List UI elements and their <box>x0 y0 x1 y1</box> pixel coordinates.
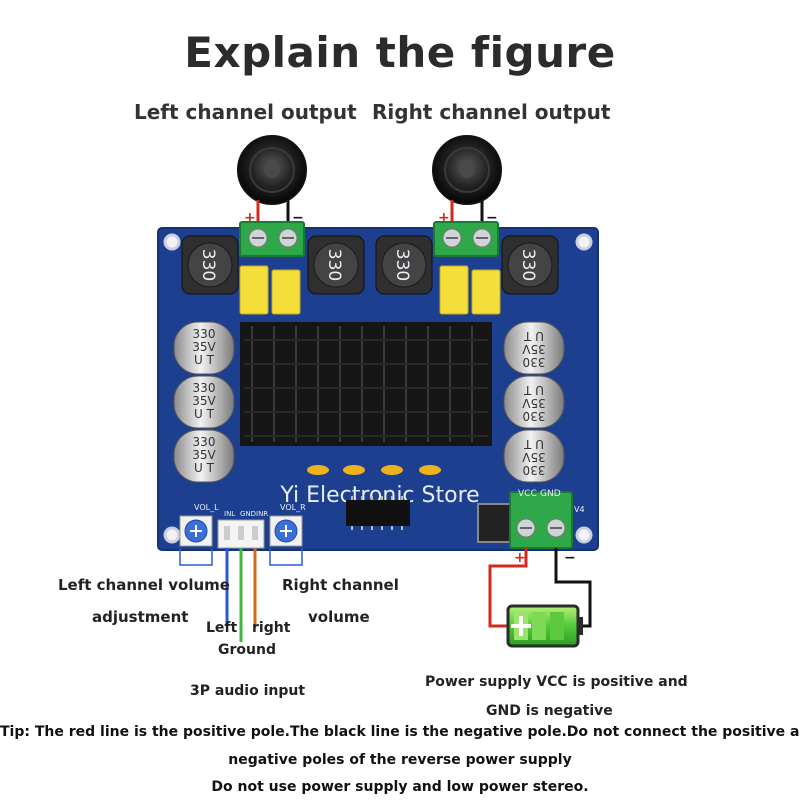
right-output-terminal <box>433 221 499 257</box>
voltage-regulator <box>477 503 511 543</box>
power-label-line1: Power supply VCC is positive and <box>425 674 688 690</box>
capacitor-text: U T <box>523 383 544 397</box>
right-speaker-icon <box>432 135 502 205</box>
capacitor-text: U T <box>194 461 215 475</box>
left-volume-bracket <box>179 548 213 566</box>
inductor-mark-4: 330 <box>518 249 538 281</box>
yellow-capacitors <box>239 265 501 315</box>
left-speaker-icon <box>237 135 307 205</box>
heatsink <box>240 322 492 446</box>
capacitor-text: 35V <box>192 448 216 462</box>
audio-input-connector <box>217 519 265 549</box>
power-label-line2: GND is negative <box>486 703 613 719</box>
capacitor-text: U T <box>194 407 215 421</box>
power-plus-mark: + <box>514 550 526 566</box>
right-electrolytic-capacitors <box>503 321 565 483</box>
ground-wire-label: Ground <box>218 642 276 658</box>
tip-line-3: Do not use power supply and low power st… <box>211 779 589 795</box>
capacitor-text: U T <box>194 353 215 367</box>
capacitor-text: 35V <box>521 450 545 464</box>
inductor-mark-2: 330 <box>324 249 344 281</box>
left-volume-label-line2: adjustment <box>92 608 189 626</box>
inductor-mark-3: 330 <box>392 249 412 281</box>
left-wire-label: Left <box>206 620 238 636</box>
yellow-beads <box>307 465 441 475</box>
capacitor-text: 330 <box>193 327 216 341</box>
left-volume-potentiometer[interactable] <box>179 515 213 547</box>
left-output-terminal <box>239 221 305 257</box>
capacitor-text: 330 <box>193 381 216 395</box>
page-title: Explain the figure <box>184 28 616 77</box>
right-volume-potentiometer[interactable] <box>269 515 303 547</box>
right-plus-mark: + <box>438 210 450 226</box>
inductors <box>181 235 559 295</box>
silk-vol-l: VOL_L <box>194 503 219 512</box>
left-minus-mark: − <box>292 210 304 226</box>
left-plus-mark: + <box>244 210 256 226</box>
power-red-wire <box>488 548 528 628</box>
power-minus-mark: − <box>564 550 576 566</box>
right-minus-mark: − <box>486 210 498 226</box>
pin-gnd-power: GND <box>540 489 561 499</box>
right-volume-label-line2: volume <box>308 608 370 626</box>
pin-vcc: VCC <box>518 489 537 499</box>
audio-input-label: 3P audio input <box>190 683 306 699</box>
capacitor-text: 35V <box>521 396 545 410</box>
pin-gnd-audio: GND <box>240 510 256 518</box>
capacitor-text: U T <box>523 437 544 451</box>
left-output-label: Left channel output <box>134 100 357 124</box>
ref-v4: V4 <box>574 505 585 514</box>
power-terminal <box>509 491 573 549</box>
pin-inl: INL <box>224 510 235 518</box>
capacitor-text: 35V <box>521 342 545 356</box>
pin-inr: INR <box>256 510 268 518</box>
left-volume-label-line1: Left channel volume <box>58 576 230 594</box>
capacitor-text: 330 <box>523 355 546 369</box>
power-black-wire <box>554 548 592 628</box>
capacitor-text: 35V <box>192 394 216 408</box>
tip-line-2: negative poles of the reverse power supp… <box>228 752 572 768</box>
tip-line-1: Tip: The red line is the positive pole.T… <box>0 724 800 740</box>
ic-chip <box>346 500 410 526</box>
mounting-holes <box>163 233 593 544</box>
right-output-label: Right channel output <box>372 100 611 124</box>
capacitor-text: U T <box>523 329 544 343</box>
right-volume-bracket <box>269 548 303 566</box>
capacitor-text: 330 <box>523 463 546 477</box>
capacitor-text: 35V <box>192 340 216 354</box>
battery-icon <box>506 604 583 648</box>
right-wire-label: right <box>252 620 291 636</box>
right-volume-label-line1: Right channel <box>282 576 399 594</box>
left-electrolytic-capacitors <box>173 321 235 483</box>
capacitor-text: 330 <box>193 435 216 449</box>
silk-vol-r: VOL_R <box>280 503 306 512</box>
capacitor-text: 330 <box>523 409 546 423</box>
inductor-mark-1: 330 <box>198 249 218 281</box>
